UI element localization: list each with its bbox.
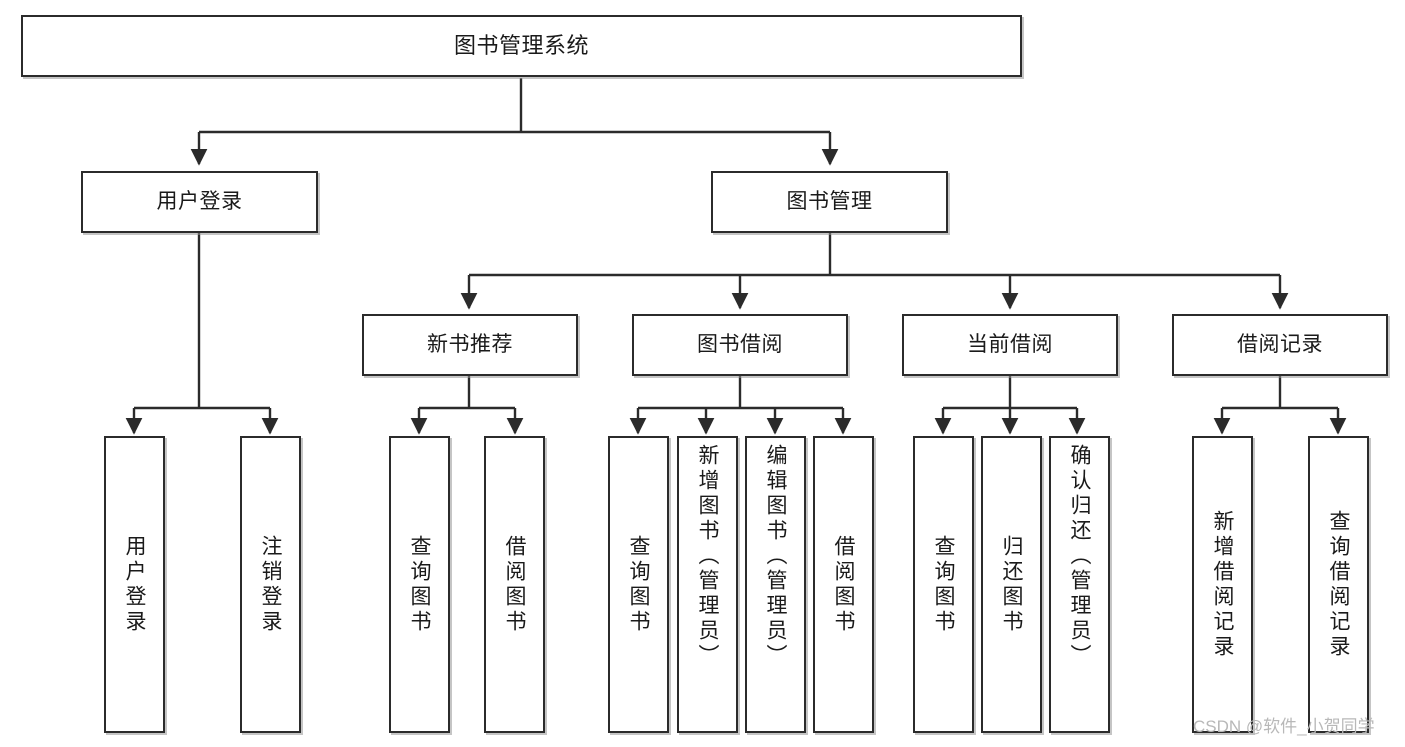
node-label: 图书管理 bbox=[786, 190, 873, 214]
node-leaf-borrow-books[interactable]: 借阅图书 bbox=[813, 436, 874, 733]
node-label: 新书推荐 bbox=[427, 333, 513, 357]
node-label: 用户登录 bbox=[123, 534, 146, 635]
node-label: 图书借阅 bbox=[697, 333, 783, 357]
node-root-book-management-system[interactable]: 图书管理系统 bbox=[21, 15, 1022, 77]
node-label: 用户登录 bbox=[156, 190, 243, 214]
node-label: 查询图书 bbox=[627, 534, 650, 635]
csdn-watermark: CSDN @软件_小贺同学 bbox=[1193, 717, 1375, 736]
node-label: 图书管理系统 bbox=[453, 32, 589, 58]
node-label: 确认归还（管理员） bbox=[1068, 444, 1091, 669]
node-label: 查询借阅记录 bbox=[1327, 509, 1350, 660]
node-label: 查询图书 bbox=[932, 534, 955, 635]
node-label: 编辑图书（管理员） bbox=[764, 444, 787, 669]
node-leaf-user-login[interactable]: 用户登录 bbox=[104, 436, 165, 733]
node-book-borrowing[interactable]: 图书借阅 bbox=[632, 314, 848, 376]
node-leaf-add-borrow-record[interactable]: 新增借阅记录 bbox=[1192, 436, 1253, 733]
node-label: 借阅图书 bbox=[503, 534, 526, 635]
node-leaf-confirm-return-admin[interactable]: 确认归还（管理员） bbox=[1049, 436, 1110, 733]
node-label: 当前借阅 bbox=[967, 333, 1053, 357]
node-label: 借阅图书 bbox=[832, 534, 855, 635]
node-current-borrowing[interactable]: 当前借阅 bbox=[902, 314, 1118, 376]
node-leaf-query-books-current[interactable]: 查询图书 bbox=[913, 436, 974, 733]
node-label: 新增图书（管理员） bbox=[696, 444, 719, 669]
node-leaf-logout[interactable]: 注销登录 bbox=[240, 436, 301, 733]
node-new-book-recommendation[interactable]: 新书推荐 bbox=[362, 314, 578, 376]
node-label: 新增借阅记录 bbox=[1211, 509, 1234, 660]
node-leaf-query-borrow-record[interactable]: 查询借阅记录 bbox=[1308, 436, 1369, 733]
node-book-management[interactable]: 图书管理 bbox=[711, 171, 948, 233]
node-leaf-borrow-books-new[interactable]: 借阅图书 bbox=[484, 436, 545, 733]
node-label: 注销登录 bbox=[259, 534, 282, 635]
node-leaf-return-books[interactable]: 归还图书 bbox=[981, 436, 1042, 733]
node-leaf-edit-book-admin[interactable]: 编辑图书（管理员） bbox=[745, 436, 806, 733]
node-label: 借阅记录 bbox=[1237, 333, 1323, 357]
node-user-login[interactable]: 用户登录 bbox=[81, 171, 318, 233]
node-label: 查询图书 bbox=[408, 534, 431, 635]
node-borrowing-records[interactable]: 借阅记录 bbox=[1172, 314, 1388, 376]
node-label: 归还图书 bbox=[1000, 534, 1023, 635]
node-leaf-query-books-borrow[interactable]: 查询图书 bbox=[608, 436, 669, 733]
node-leaf-query-books-new[interactable]: 查询图书 bbox=[389, 436, 450, 733]
node-leaf-add-book-admin[interactable]: 新增图书（管理员） bbox=[677, 436, 738, 733]
